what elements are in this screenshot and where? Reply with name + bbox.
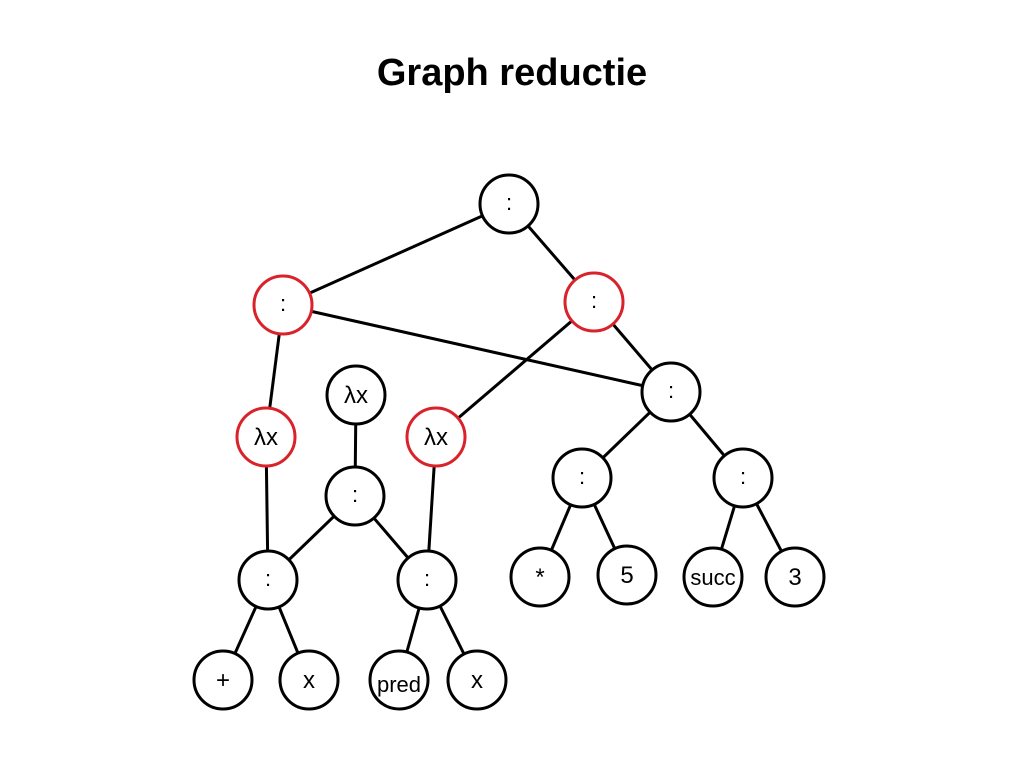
node-succ-colon: : xyxy=(712,447,774,509)
node-label-right-inner-colon: : xyxy=(668,378,674,403)
node-circle-three xyxy=(764,546,826,608)
node-circle-five xyxy=(596,544,658,606)
node-root: : xyxy=(478,173,540,235)
slide-title: Graph reductie xyxy=(376,52,648,94)
node-label-succ-colon: : xyxy=(740,464,746,489)
node-label-mid-colon: : xyxy=(352,482,358,507)
edge-left-colon-to-right-inner-colon xyxy=(282,303,672,394)
node-five: 5 xyxy=(596,544,658,606)
node-label-plus: + xyxy=(216,667,230,694)
node-lambda-top: λx xyxy=(325,364,387,426)
node-three: 3 xyxy=(764,546,826,608)
node-label-lambda-left: λx xyxy=(254,424,278,451)
node-label-right-colon: : xyxy=(591,288,597,313)
node-x1: x xyxy=(278,649,340,711)
node-circle-pred-colon xyxy=(396,549,458,611)
node-mid-colon: : xyxy=(324,465,386,527)
edge-root-to-left-colon xyxy=(282,202,510,307)
node-pred-colon: : xyxy=(396,549,458,611)
node-circle-plus xyxy=(192,649,254,711)
node-label-root: : xyxy=(506,190,512,215)
node-label-times: * xyxy=(535,564,544,591)
node-circle-lambda-left xyxy=(235,406,297,468)
node-circle-times-colon xyxy=(551,447,613,509)
node-circle-right-inner-colon xyxy=(640,361,702,423)
node-label-x1: x xyxy=(303,667,315,694)
node-circle-succ xyxy=(682,546,744,608)
node-lambda-left: λx xyxy=(235,406,297,468)
node-right-inner-colon: : xyxy=(640,361,702,423)
node-circle-x2 xyxy=(446,649,508,711)
node-circle-times xyxy=(509,546,571,608)
node-label-succ: succ xyxy=(690,565,735,590)
node-left-colon: : xyxy=(252,274,314,336)
node-label-times-colon: : xyxy=(579,464,585,489)
node-circle-pred xyxy=(368,649,430,711)
node-circle-left-colon xyxy=(252,274,314,336)
node-label-plus-colon: : xyxy=(265,566,271,591)
node-pred: pred xyxy=(368,649,430,711)
node-label-x2: x xyxy=(471,667,483,694)
node-circle-lambda-top xyxy=(325,364,387,426)
node-circle-mid-colon xyxy=(324,465,386,527)
node-label-pred: pred xyxy=(377,672,421,697)
node-times-colon: : xyxy=(551,447,613,509)
edge-right-colon-to-lambda-mid xyxy=(435,300,595,439)
node-circle-succ-colon xyxy=(712,447,774,509)
node-label-left-colon: : xyxy=(280,291,286,316)
node-label-lambda-mid: λx xyxy=(424,424,448,451)
node-plus-colon: : xyxy=(237,549,299,611)
node-label-pred-colon: : xyxy=(424,566,430,591)
node-circle-plus-colon xyxy=(237,549,299,611)
node-label-five: 5 xyxy=(620,562,633,589)
node-succ: succ xyxy=(682,546,744,608)
node-right-colon: : xyxy=(563,271,625,333)
node-label-lambda-top: λx xyxy=(344,382,368,409)
node-circle-right-colon xyxy=(563,271,625,333)
node-plus: + xyxy=(192,649,254,711)
node-label-three: 3 xyxy=(788,564,801,591)
node-times: * xyxy=(509,546,571,608)
node-circle-x1 xyxy=(278,649,340,711)
node-x2: x xyxy=(446,649,508,711)
node-circle-lambda-mid xyxy=(405,406,467,468)
node-lambda-mid: λx xyxy=(405,406,467,468)
node-circle-root xyxy=(478,173,540,235)
